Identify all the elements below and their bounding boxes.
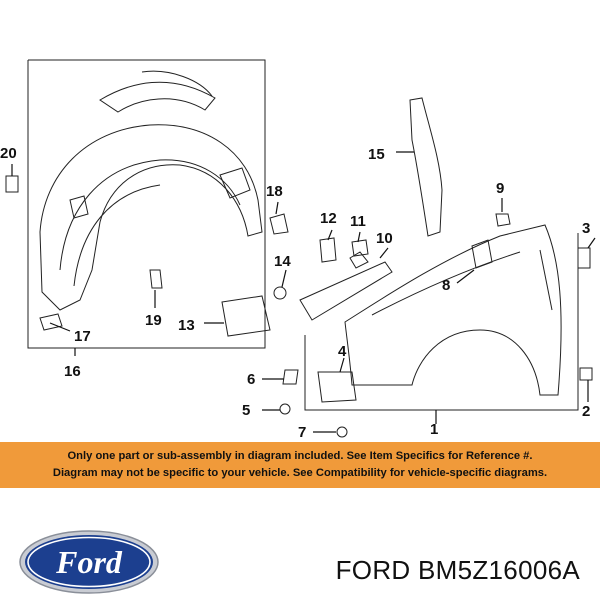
callout-13: 13 (178, 317, 195, 334)
callout-8: 8 (442, 277, 450, 294)
callout-19: 19 (145, 312, 162, 329)
pillar-trim-part (409, 97, 443, 237)
wheel-liner-part (39, 124, 263, 311)
ford-logo: Ford (19, 530, 159, 594)
parts-diagram: 1 2 3 4 5 6 7 8 9 10 11 12 13 14 15 16 1… (0, 59, 596, 440)
callout-6: 6 (247, 371, 255, 388)
fender-part (344, 224, 562, 396)
callout-7: 7 (298, 424, 306, 440)
callout-3: 3 (582, 220, 590, 237)
disclaimer-line-1: Only one part or sub-assembly in diagram… (67, 450, 533, 462)
callout-17: 17 (74, 328, 91, 345)
callout-20: 20 (0, 145, 17, 162)
group-box-16 (27, 59, 266, 349)
callout-15: 15 (368, 146, 385, 163)
callout-5: 5 (242, 402, 250, 419)
part-number-label: FORD BM5Z16006A (335, 555, 580, 585)
callout-10: 10 (376, 230, 393, 247)
svg-text:Ford: Ford (55, 544, 123, 580)
callout-18: 18 (266, 183, 283, 200)
callout-2: 2 (582, 403, 590, 420)
callout-16: 16 (64, 363, 81, 380)
disclaimer-line-2: Diagram may not be specific to your vehi… (52, 467, 548, 479)
callout-12: 12 (320, 210, 337, 227)
callout-4: 4 (338, 343, 347, 360)
callout-1: 1 (430, 421, 438, 438)
callout-14: 14 (274, 253, 291, 270)
disclaimer-banner: Only one part or sub-assembly in diagram… (0, 442, 600, 488)
callout-9: 9 (496, 180, 504, 197)
callout-11: 11 (350, 213, 366, 230)
group-box-1 (304, 233, 579, 411)
